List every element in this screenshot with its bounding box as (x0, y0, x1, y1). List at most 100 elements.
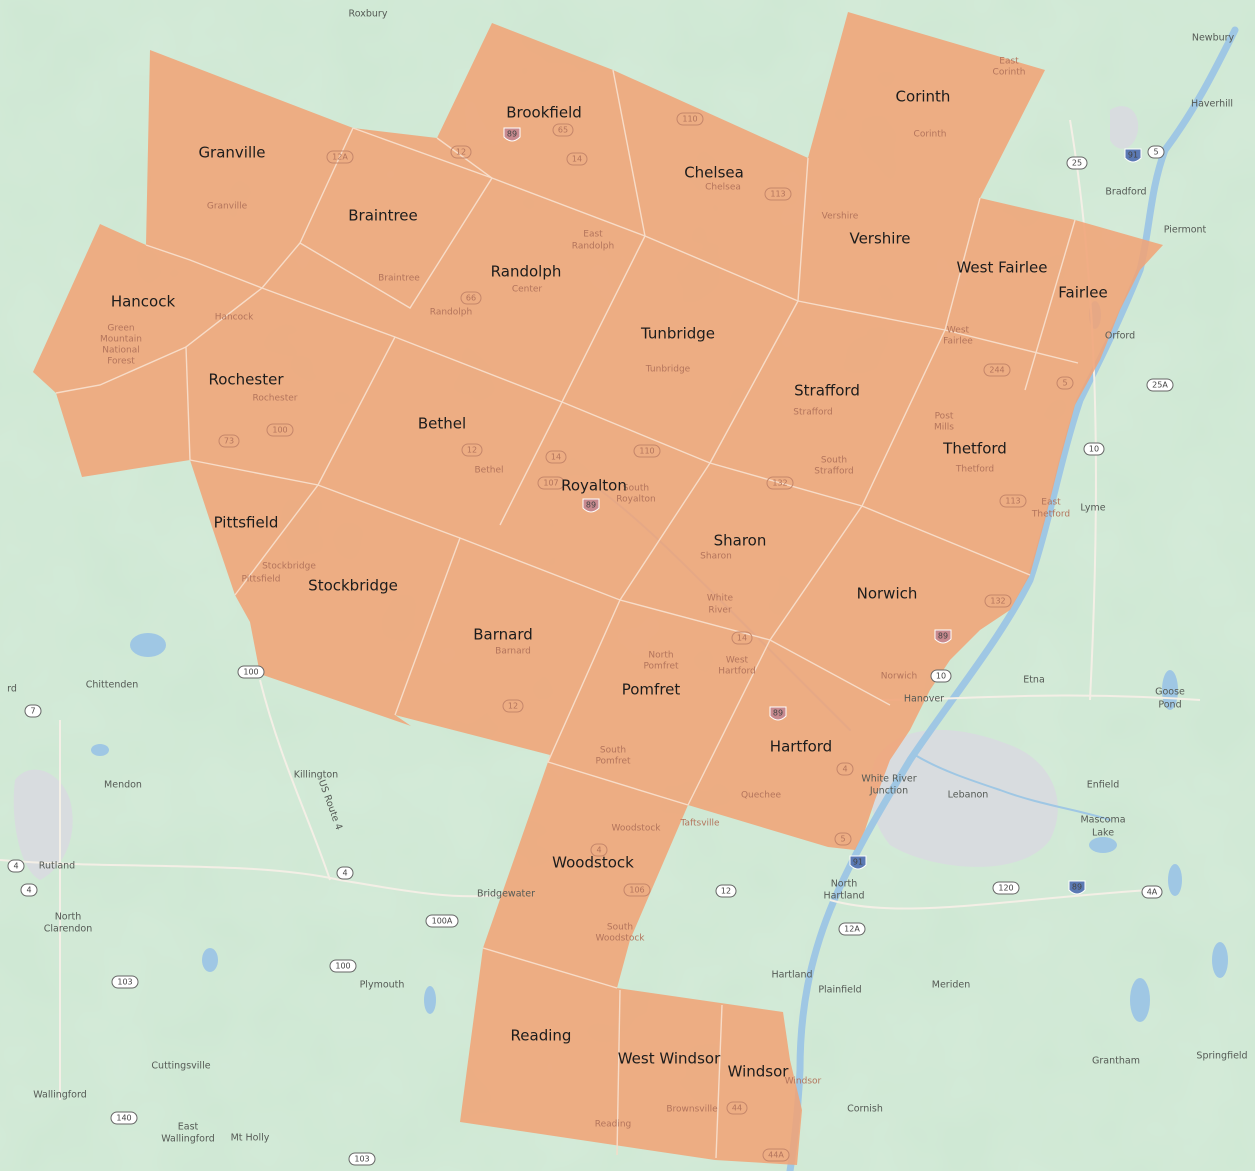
route-shield: 103 (348, 1152, 376, 1166)
route-shield: 89 (582, 498, 600, 513)
route-shield: 7 (24, 704, 42, 718)
village-label: Taftsville (679, 819, 720, 829)
village-label: National (102, 346, 140, 356)
route-shield: 4 (336, 866, 354, 880)
town-label: Rochester (209, 371, 285, 389)
route-number: 120 (998, 884, 1013, 893)
place-label: Clarendon (44, 924, 93, 935)
route-shield: 12A (326, 150, 354, 164)
route-shield: 140 (110, 1111, 138, 1125)
route-shield: 89 (1068, 880, 1086, 895)
route-shield: 66 (460, 291, 482, 305)
place-label: Hartland (771, 970, 812, 981)
village-label: River (708, 606, 732, 616)
village-label: Thetford (1031, 510, 1070, 520)
village-label: South (600, 746, 626, 756)
village-label: Norwich (881, 672, 917, 682)
route-number: 107 (543, 479, 558, 488)
village-label: East (1041, 498, 1061, 508)
place-label: White River (861, 774, 916, 785)
route-number: 91 (1128, 151, 1138, 160)
route-shield: 14 (566, 152, 588, 166)
region-outline (33, 12, 1163, 1165)
place-label: Haverhill (1191, 99, 1233, 110)
route-shield: 103 (111, 975, 139, 989)
village-label: South (821, 456, 847, 466)
route-shield: 120 (992, 881, 1020, 895)
route-number: 14 (551, 453, 561, 462)
village-label: Bethel (475, 466, 504, 476)
village-label: Strafford (793, 408, 832, 418)
town-label: Sharon (714, 532, 767, 550)
village-label: Post (935, 412, 954, 422)
route-shield: 44A (762, 1148, 790, 1162)
route-number: 5 (840, 835, 845, 844)
route-shield: 5 (834, 832, 852, 846)
place-label: Lake (1092, 828, 1114, 839)
route-number: 65 (558, 126, 568, 135)
route-shield: 14 (731, 631, 753, 645)
place-label: Plymouth (360, 980, 405, 991)
route-shield: 25 (1066, 156, 1088, 170)
town-label: Hartford (770, 738, 832, 756)
route-shield: 10 (930, 669, 952, 683)
village-label: Corinth (914, 130, 947, 140)
route-number: 100A (432, 917, 453, 926)
route-shield: 12 (502, 699, 524, 713)
route-number: 110 (639, 447, 654, 456)
route-shield: 100 (266, 423, 294, 437)
village-label: Mills (934, 423, 954, 433)
town-label: Norwich (857, 585, 918, 603)
place-label: Hanover (904, 694, 944, 705)
village-label: Mountain (100, 335, 142, 345)
village-label: Corinth (993, 68, 1026, 78)
route-shield: 44 (726, 1101, 748, 1115)
route-number: 91 (853, 858, 863, 867)
town-label: Corinth (896, 88, 951, 106)
place-label: Grantham (1092, 1056, 1140, 1067)
village-label: Woodstock (596, 934, 646, 944)
route-shield: 89 (769, 706, 787, 721)
route-shield: 132 (984, 594, 1012, 608)
route-shield: 12A (838, 922, 866, 936)
place-label: Chittenden (86, 680, 139, 691)
route-number: 132 (772, 479, 787, 488)
village-label: Forest (107, 357, 135, 367)
route-shield: 113 (999, 494, 1027, 508)
place-label: Bridgewater (477, 889, 535, 900)
route-number: 25 (1072, 159, 1082, 168)
route-number: 73 (224, 437, 234, 446)
village-label: Fairlee (943, 337, 973, 347)
village-label: Braintree (378, 274, 420, 284)
village-label: Brownsville (666, 1105, 718, 1115)
route-number: 12 (467, 446, 477, 455)
route-shield: 89 (934, 629, 952, 644)
place-label: Orford (1105, 331, 1135, 342)
route-shield: 4 (7, 859, 25, 873)
route-number: 14 (572, 155, 582, 164)
route-shield: 4 (590, 843, 608, 857)
place-label: East (178, 1122, 199, 1133)
town-label: Thetford (942, 440, 1007, 458)
route-shield: 73 (218, 434, 240, 448)
town-label: Barnard (473, 626, 533, 644)
route-shield: 12 (715, 884, 737, 898)
route-shield: 100 (237, 665, 265, 679)
route-number: 66 (466, 294, 476, 303)
village-label: West (726, 656, 749, 666)
village-label: Rochester (253, 394, 298, 404)
route-shield: 12 (450, 145, 472, 159)
town-label: Tunbridge (640, 325, 715, 343)
village-label: Randolph (572, 242, 614, 252)
route-number: 113 (1005, 497, 1020, 506)
route-number: 4 (26, 886, 31, 895)
route-number: 89 (586, 501, 596, 510)
route-number: 12 (508, 702, 518, 711)
village-label: Hancock (215, 313, 254, 323)
route-shield: 91 (849, 855, 867, 870)
route-number: 103 (117, 978, 132, 987)
place-label: North (831, 879, 858, 890)
village-label: East (999, 57, 1019, 67)
route-number: 244 (989, 366, 1004, 375)
